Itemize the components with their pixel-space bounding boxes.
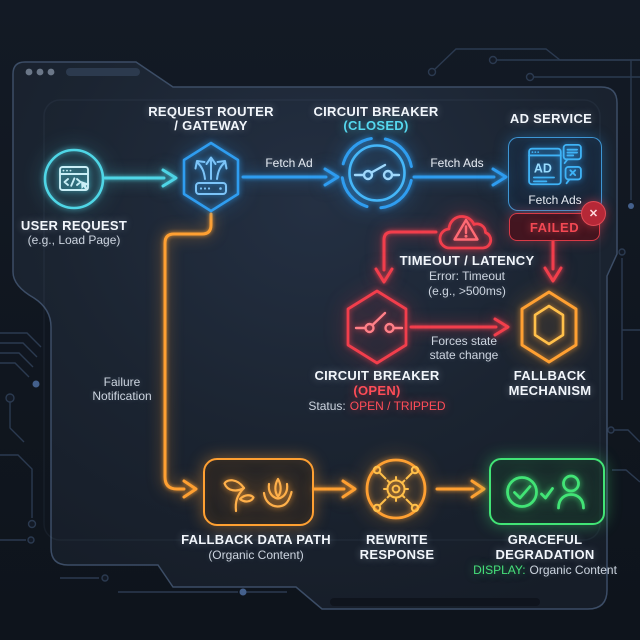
gear-network-icon — [365, 458, 427, 520]
failure-notification-line1: Failure — [103, 375, 141, 389]
fallback-mechanism-title-line1: FALLBACK — [513, 368, 587, 383]
connector-rewrite-to-graceful — [435, 479, 486, 499]
failure-notification-line2: Notification — [92, 389, 152, 403]
connector-timeout-to-open-breaker — [374, 230, 438, 284]
ad-service-card: AD Fetch Ads — [508, 137, 602, 211]
connector-failed-to-fallback-mechanism — [543, 239, 563, 283]
check-circle-icon — [506, 475, 538, 508]
window-controls — [25, 68, 140, 76]
timeout-title: TIMEOUT / LATENCY — [399, 253, 535, 268]
fallback-data-path-node — [203, 458, 314, 526]
circuit-breaker-closed-node — [335, 131, 419, 215]
ad-card-label: Fetch Ads — [528, 193, 582, 207]
window-control-dot — [36, 68, 44, 76]
cloud-warning-icon — [438, 215, 493, 250]
circuit-traces — [0, 48, 640, 596]
ad-service-title: AD SERVICE — [509, 111, 593, 126]
connector-gateway-to-breaker — [241, 167, 340, 187]
fallback-data-path-subtitle: (Organic Content) — [208, 548, 304, 562]
user-request-node — [38, 143, 110, 215]
graceful-degradation-node — [489, 458, 605, 525]
graceful-degradation-display: DISPLAY:Organic Content — [473, 563, 617, 577]
user-request-subtitle: (e.g., Load Page) — [27, 233, 121, 247]
rewrite-response-title-line2: RESPONSE — [359, 547, 435, 562]
graceful-degradation-title-line2: DEGRADATION — [495, 547, 595, 562]
forces-state-line1: Forces state — [430, 334, 498, 348]
hexagon-nut-icon — [520, 290, 578, 364]
breaker-open-status: Status:OPEN / TRIPPED — [308, 399, 445, 413]
timeout-detail-line2: (e.g., >500ms) — [428, 284, 506, 298]
breaker-open-title: CIRCUIT BREAKER — [314, 368, 440, 383]
browser-code-icon — [43, 148, 105, 210]
timeout-detail-line1: Error: Timeout — [428, 269, 506, 283]
rewrite-response-node — [364, 457, 428, 521]
display-value: Organic Content — [529, 563, 617, 577]
check-icon — [540, 486, 554, 499]
fetch-ad-edge-label: Fetch Ad — [265, 156, 313, 170]
user-request-title: USER REQUEST — [20, 218, 128, 233]
graceful-degradation-title-line1: GRACEFUL — [507, 532, 583, 547]
status-value: OPEN / TRIPPED — [349, 399, 446, 413]
breaker-closed-title: CIRCUIT BREAKER — [313, 104, 439, 119]
rewrite-response-title-line1: REWRITE — [365, 532, 429, 547]
window-control-dot — [47, 68, 55, 76]
breaker-closed-state: (CLOSED) — [343, 118, 409, 133]
fallback-mechanism-node — [518, 289, 580, 365]
gateway-title-line2: / GATEWAY — [174, 118, 248, 133]
ad-browser-icon: AD — [528, 143, 582, 186]
check-user-icon — [506, 474, 585, 509]
circuit-breaker-open-node — [344, 288, 410, 366]
fallback-mechanism-title-line2: MECHANISM — [508, 383, 592, 398]
timeout-cloud-node — [433, 208, 499, 256]
fetch-ads-edge-label: Fetch Ads — [430, 156, 484, 170]
switch-open-icon — [346, 289, 408, 365]
window-control-dot — [25, 68, 33, 76]
ad-letters: AD — [534, 162, 552, 176]
status-label: Status: — [308, 399, 346, 413]
breaker-open-state: (OPEN) — [353, 383, 401, 398]
connector-open-breaker-to-fallback-mechanism — [409, 317, 510, 337]
connector-failure-notification — [163, 212, 213, 499]
router-icon — [182, 141, 240, 213]
forces-state-line2: state change — [429, 348, 499, 362]
titlebar-pill — [66, 68, 140, 76]
gateway-title-line1: REQUEST ROUTER — [148, 104, 274, 119]
connector-breaker-to-adservice — [412, 167, 508, 187]
switch-closed-icon — [340, 136, 414, 210]
gateway-node — [180, 140, 242, 214]
display-label: DISPLAY: — [473, 563, 526, 577]
fallback-data-path-title: FALLBACK DATA PATH — [181, 532, 331, 547]
connector-fallbackdata-to-rewrite — [312, 479, 357, 499]
person-icon — [562, 474, 580, 492]
x-circle-icon: ✕ — [581, 201, 606, 226]
connector-user-to-gateway — [103, 168, 178, 188]
organic-leaves-icon — [222, 477, 293, 513]
